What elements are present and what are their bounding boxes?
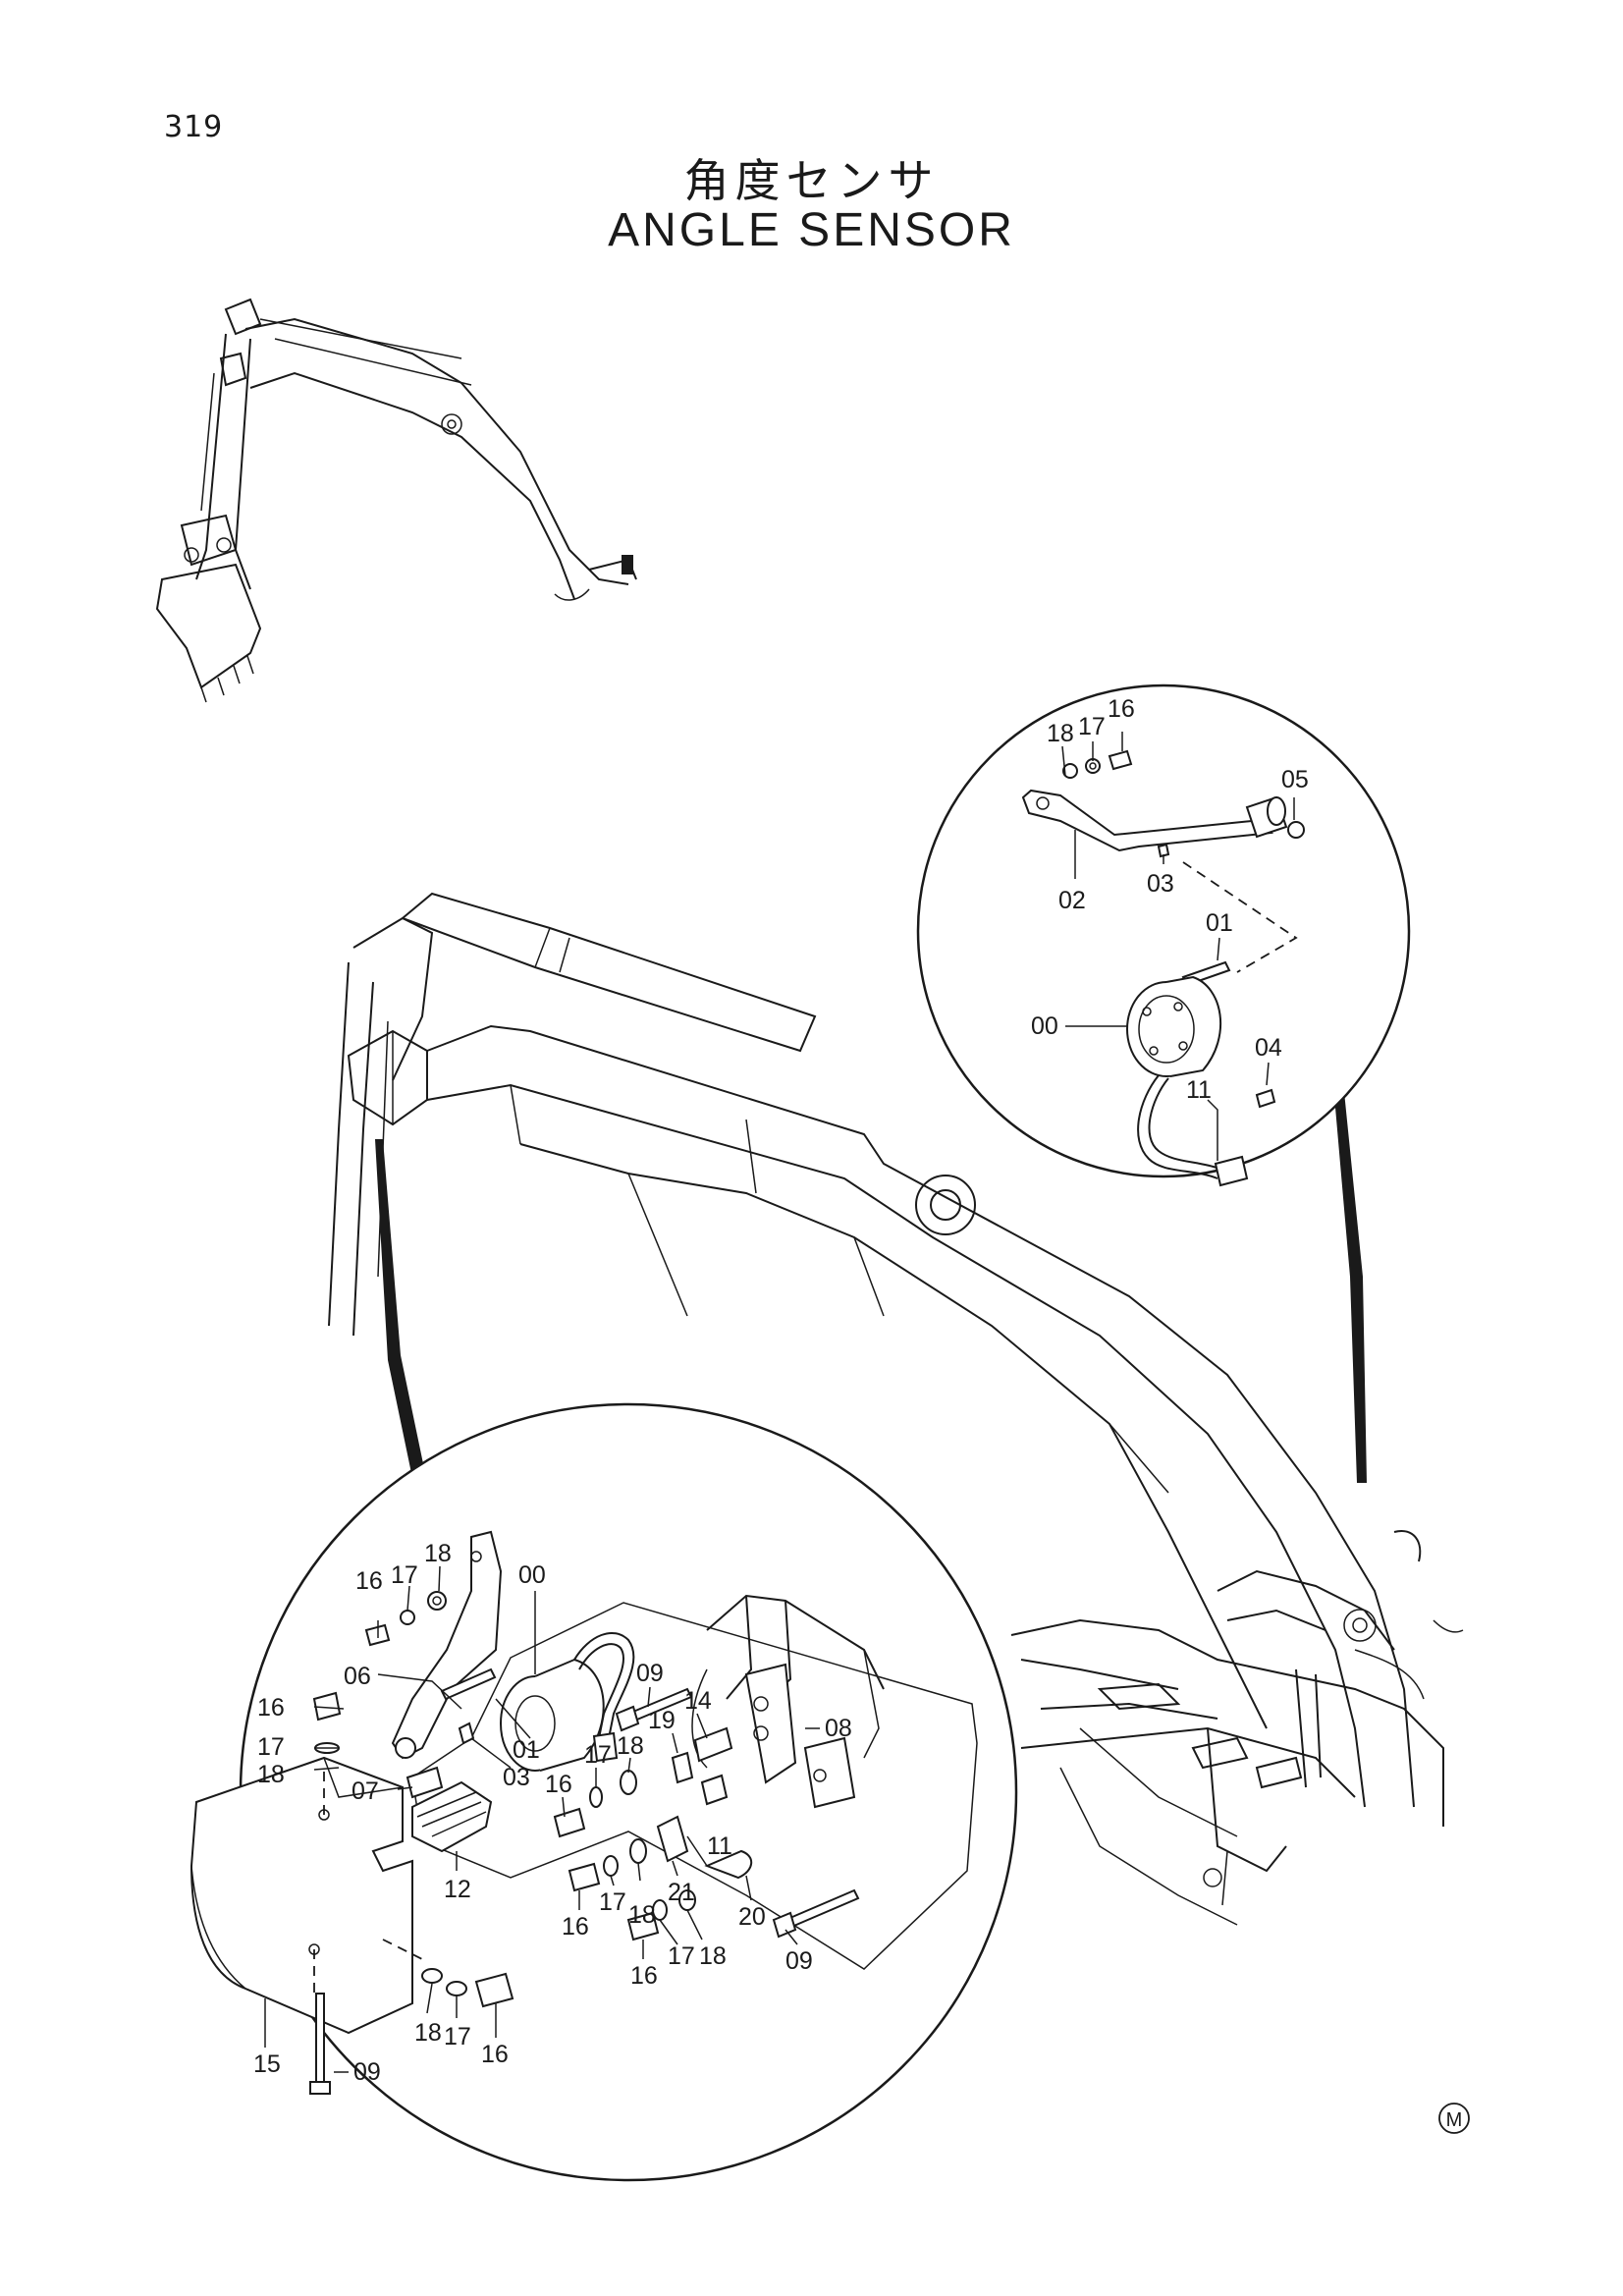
callout-01: 01 (1206, 909, 1233, 937)
callout-09: 09 (785, 1947, 813, 1975)
callout-16: 16 (545, 1771, 572, 1798)
leader-wedge-left (375, 1139, 425, 1478)
callout-14: 14 (684, 1687, 712, 1715)
callout-16: 16 (1108, 695, 1135, 723)
callout-05: 05 (1281, 766, 1309, 793)
callout-07: 07 (352, 1777, 379, 1805)
circled-m-mark: M (1438, 2103, 1470, 2134)
callout-19: 19 (648, 1707, 676, 1734)
callout-09: 09 (353, 2058, 381, 2086)
callout-16: 16 (562, 1913, 589, 1941)
lower-detail-circle: 18 17 16 00 06 16 17 18 01 03 07 09 19 1… (189, 1402, 1018, 2182)
callout-18: 18 (424, 1540, 452, 1567)
callout-18: 18 (699, 1942, 727, 1970)
callout-17: 17 (257, 1733, 285, 1761)
callout-18: 18 (617, 1732, 644, 1760)
callout-03: 03 (1147, 870, 1174, 898)
callout-11: 11 (1186, 1076, 1212, 1104)
callout-16: 16 (630, 1962, 658, 1990)
callout-17: 17 (668, 1942, 695, 1970)
overview-excavator-front (155, 298, 637, 703)
callout-09: 09 (636, 1660, 664, 1687)
callout-00: 00 (1031, 1012, 1058, 1040)
callout-17: 17 (599, 1888, 626, 1916)
callout-17: 17 (584, 1741, 612, 1769)
callout-06: 06 (344, 1663, 371, 1690)
callout-18: 18 (628, 1901, 656, 1929)
callout-17: 17 (444, 2023, 471, 2050)
callout-18: 18 (257, 1761, 285, 1788)
leader-wedge-right (1330, 1051, 1367, 1483)
callout-18: 18 (1047, 720, 1074, 747)
callout-02: 02 (1058, 887, 1086, 914)
callout-04: 04 (1255, 1034, 1282, 1062)
callout-01: 01 (513, 1736, 540, 1764)
callout-16: 16 (355, 1567, 383, 1595)
title-english: ANGLE SENSOR (608, 204, 1015, 256)
callout-18: 18 (414, 2019, 442, 2047)
callout-08: 08 (825, 1715, 852, 1742)
title-japanese: 角度センサ (683, 154, 940, 207)
mark-letter: M (1446, 2109, 1463, 2131)
callout-17: 17 (1078, 713, 1106, 740)
main-boom-drawing (328, 892, 1464, 1926)
upper-detail-circle: 18 17 16 05 02 03 01 00 04 11 (916, 683, 1411, 1187)
callout-11: 11 (707, 1832, 732, 1860)
page-number: 319 (164, 110, 224, 144)
callout-15: 15 (253, 2050, 281, 2078)
callout-16: 16 (257, 1694, 285, 1722)
callout-00: 00 (518, 1561, 546, 1589)
callout-17: 17 (391, 1561, 418, 1589)
callout-21: 21 (668, 1879, 695, 1906)
callout-20: 20 (738, 1903, 766, 1931)
callout-03: 03 (503, 1764, 530, 1791)
callout-12: 12 (444, 1876, 471, 1903)
callout-16: 16 (481, 2041, 509, 2068)
